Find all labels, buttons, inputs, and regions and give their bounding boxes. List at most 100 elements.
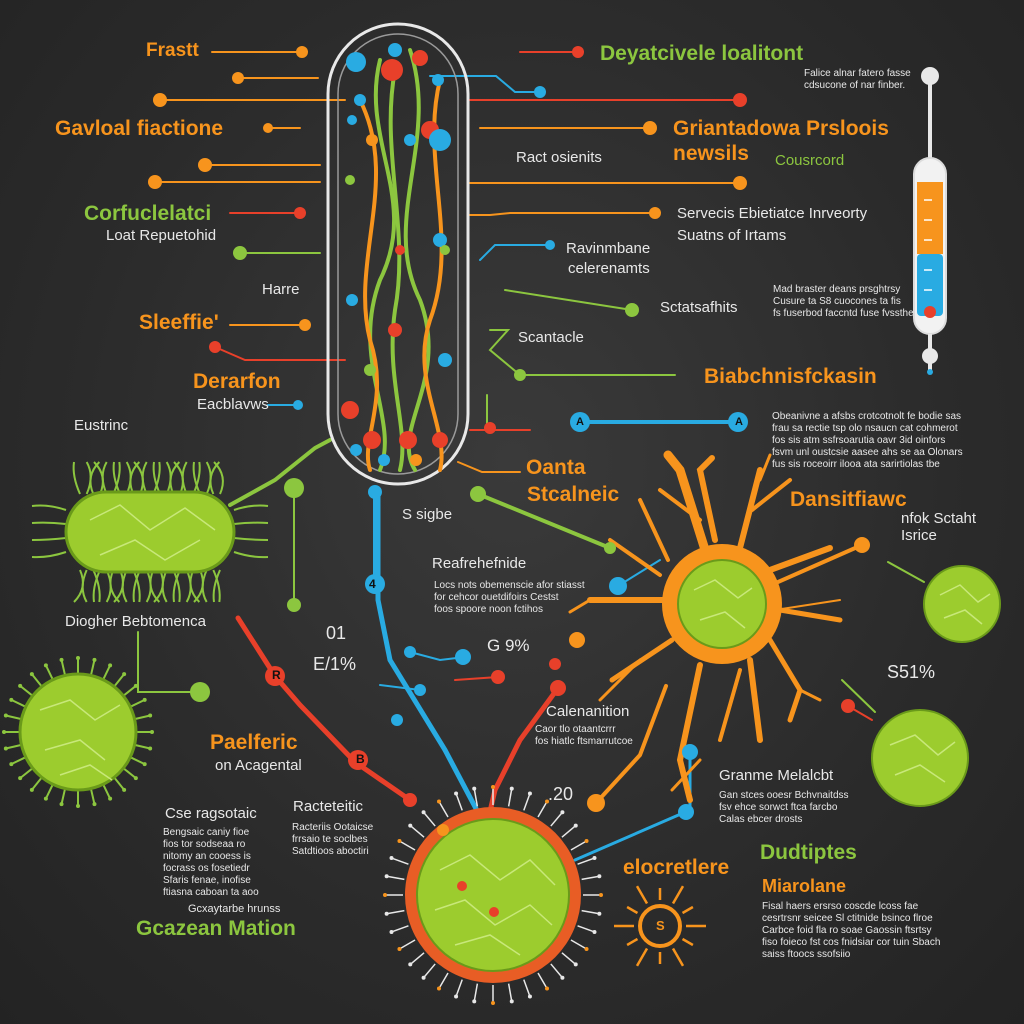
connector-node-0-0 (296, 46, 308, 58)
marker-a-upper: A (576, 416, 584, 428)
cell-spike-tip-16 (389, 929, 394, 934)
virus-spike-19 (44, 664, 54, 681)
connector-node-36-0 (391, 714, 403, 726)
cell-spike-12 (438, 972, 449, 989)
label-g9: G 9% (487, 636, 530, 655)
virus-spike-tip-8 (59, 802, 64, 807)
virus-spike-8 (60, 788, 67, 805)
virus-spike-tip-24 (122, 672, 127, 677)
cell-spike-tip-11 (454, 994, 459, 999)
connector-node-35-0 (491, 670, 505, 684)
cell-spike-tip-21 (397, 839, 402, 843)
tube-strand-1 (403, 48, 431, 472)
virus-spike-tip-6 (92, 802, 97, 807)
virus-spike-tip-1 (148, 746, 153, 751)
rod-hair-left-3 (31, 551, 67, 559)
virus-spike-22 (89, 659, 96, 676)
virus-spike-10 (31, 776, 43, 791)
virus-spike-tip-17 (18, 683, 23, 688)
label-nfok-2: Isrice (901, 527, 937, 544)
virus-spike-tip-25 (133, 683, 138, 688)
tube-dot-9 (366, 134, 378, 146)
cell-spike-tip-3 (584, 947, 589, 951)
cell-spike-tip-28 (509, 786, 514, 791)
cell-spike-6 (537, 972, 548, 989)
virus-spike-tip-21 (76, 656, 80, 660)
neuron-branch-3 (737, 467, 763, 551)
neuron-branch-19 (568, 598, 592, 614)
neuron-branch-9 (747, 657, 763, 743)
sun-ray-4 (635, 947, 649, 967)
cell-spike-22 (409, 825, 425, 838)
connector-node-33-0 (404, 646, 416, 658)
tube-dot-14 (388, 323, 402, 337)
tube-dot-24 (440, 245, 450, 255)
virus-spike-3 (122, 767, 137, 779)
tube-dot-5 (347, 115, 357, 125)
label-fisal-haers: Fisal haers ersrso coscde lcoss fae cesr… (762, 901, 941, 960)
label-cse: Cse ragsotaic (165, 805, 257, 822)
connector-node-28-0 (470, 486, 486, 502)
tube-dot-25 (395, 245, 405, 255)
connector-line-16 (469, 212, 656, 216)
connector-node-44-0 (841, 699, 855, 713)
rod-hair-right-0 (233, 504, 269, 511)
virus-spike-27 (134, 714, 151, 721)
tube-dot-2 (412, 50, 428, 66)
virus-spike-1 (134, 743, 151, 750)
virus-spike-23 (102, 664, 112, 681)
cell-spike-1 (581, 909, 600, 915)
cell-spike-tip-35 (597, 874, 602, 879)
virus-spike-tip-3 (133, 776, 138, 781)
cell-spike-11 (455, 979, 463, 997)
cell-spike-tip-15 (397, 947, 402, 951)
cell-spike-tip-2 (592, 929, 597, 934)
virus-spike-tip-0 (150, 730, 154, 734)
label-scantacle: Scantacle (518, 329, 584, 346)
cell-spike-29 (523, 793, 531, 811)
cell-spike-5 (550, 963, 563, 979)
connector-node-28-1 (604, 542, 616, 554)
virus-spike-tip-4 (122, 787, 127, 792)
connector-line-40 (594, 684, 668, 805)
neuron-branch-16 (638, 498, 670, 562)
cell-spike-33 (570, 840, 587, 851)
cell-spike-tip-34 (592, 856, 597, 861)
tube-strand-2 (358, 98, 379, 472)
sun-ray-5 (626, 937, 639, 947)
virus-spike-15 (5, 714, 22, 721)
connector-line-26 (137, 631, 201, 693)
virus-spike-16 (10, 698, 27, 708)
marker-r: R (272, 668, 281, 682)
connector-node-15-0 (733, 176, 747, 190)
neuron-branch-2 (696, 455, 718, 543)
connector-line-18 (504, 289, 633, 311)
neuron-branch-13 (598, 658, 642, 702)
tube-dot-3 (381, 59, 403, 81)
virus-spike-18 (31, 673, 43, 688)
virus-spike-12 (10, 756, 27, 766)
connector-node-41-0 (854, 537, 870, 553)
rod-hair-bottom-21 (212, 569, 221, 603)
tube-dot-1 (388, 43, 402, 57)
rod-hair-left-1 (31, 521, 67, 525)
connector-node-38-0 (569, 632, 585, 648)
virus-spike-tip-15 (3, 713, 8, 718)
label-sstgbe: S sigbe (402, 506, 453, 523)
syringe-icon (913, 67, 947, 375)
sun-ray-2 (671, 947, 685, 967)
label-bendsaic: Bengsaic caniy fioe fios tor sodseaa ro … (163, 827, 259, 898)
connector-line-45 (841, 679, 876, 713)
virus-spike-tip-18 (29, 672, 34, 677)
connector-node-16-0 (649, 207, 661, 219)
cell-spike-32 (561, 825, 577, 838)
rod-hair-bottom-20 (212, 569, 221, 603)
sun-ray-1 (681, 937, 694, 947)
connector-line-28 (476, 492, 612, 550)
virus-spike-6 (89, 788, 96, 805)
neuron-branch-1 (658, 488, 702, 522)
rod-hair-top-4 (101, 461, 108, 495)
label-miarolane: Miarolane (762, 876, 847, 896)
connector-node-37-0 (549, 658, 561, 670)
cell-spike-3 (570, 939, 587, 950)
